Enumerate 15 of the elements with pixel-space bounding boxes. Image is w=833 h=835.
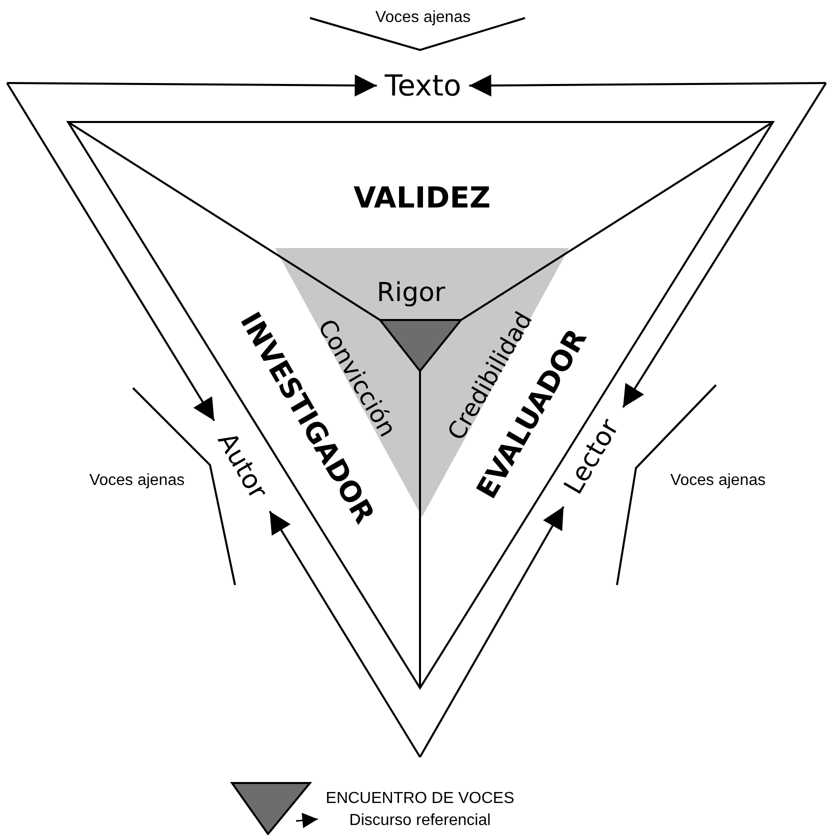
node-label: ENCUENTRO DE VOCES: [326, 791, 514, 807]
node-label: Discurso referencial: [349, 813, 491, 829]
arrow: [6, 82, 216, 422]
arrow: [419, 506, 564, 758]
note-label: Voces ajenas: [89, 473, 185, 489]
arrow: [268, 510, 421, 758]
note-label: Voces ajenas: [375, 10, 471, 26]
arrow: [469, 74, 826, 96]
note-label: Voces ajenas: [670, 473, 766, 489]
node-label: Texto: [384, 72, 462, 100]
arrow: [296, 812, 318, 828]
arrow: [7, 74, 377, 96]
section-label: VALIDEZ: [353, 184, 491, 212]
section-label: Rigor: [376, 280, 446, 306]
arrow: [622, 82, 827, 408]
